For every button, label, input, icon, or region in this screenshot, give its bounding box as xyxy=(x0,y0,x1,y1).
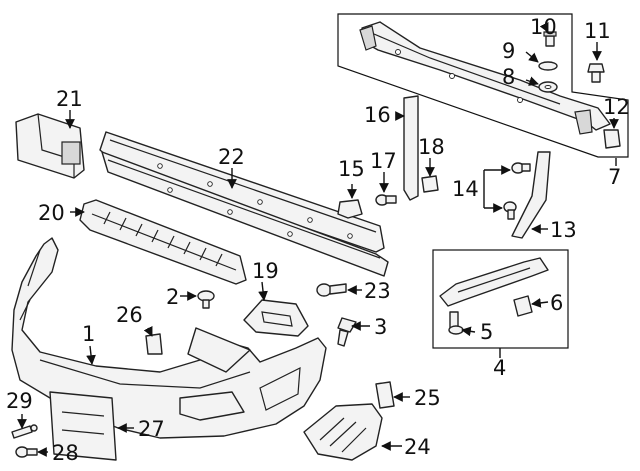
screw-28 xyxy=(15,446,38,458)
callout-17: 17 xyxy=(370,149,397,173)
callout-21: 21 xyxy=(56,87,83,111)
bolt-10 xyxy=(543,31,557,47)
leader-lines xyxy=(17,21,619,457)
callout-8: 8 xyxy=(502,65,515,89)
bracket-group-4 xyxy=(439,257,549,307)
callout-25: 25 xyxy=(414,386,441,410)
clip-15 xyxy=(337,199,363,219)
bracket-13 xyxy=(511,151,551,239)
callouts: 1 2 3 4 5 6 7 8 9 10 11 12 13 14 15 16 1… xyxy=(6,15,630,465)
clip-25 xyxy=(375,381,395,409)
washer-9 xyxy=(538,61,558,71)
callout-16: 16 xyxy=(364,103,391,127)
callout-22: 22 xyxy=(218,145,245,169)
callout-12: 12 xyxy=(603,95,630,119)
bolt-11 xyxy=(587,63,605,83)
clip-26 xyxy=(145,333,163,355)
bolt-3 xyxy=(337,317,357,347)
callout-13: 13 xyxy=(550,218,577,242)
group-7-outline xyxy=(337,13,629,158)
upper-support-bracket xyxy=(359,21,611,135)
callout-9: 9 xyxy=(502,39,515,63)
callout-14: 14 xyxy=(452,177,479,201)
module-21 xyxy=(15,113,85,179)
clip-6 xyxy=(513,295,533,317)
callout-3: 3 xyxy=(374,315,387,339)
bolt-14-lower xyxy=(503,201,517,220)
bolt-14-upper xyxy=(511,162,531,174)
bracket-19 xyxy=(243,299,309,337)
callout-11: 11 xyxy=(584,19,611,43)
nut-18 xyxy=(421,175,439,193)
callout-10: 10 xyxy=(530,15,557,39)
callout-4: 4 xyxy=(493,356,506,380)
callout-20: 20 xyxy=(38,201,65,225)
callout-24: 24 xyxy=(404,435,431,459)
callout-5: 5 xyxy=(480,320,493,344)
bumper-fascia-1 xyxy=(11,237,327,439)
callout-19: 19 xyxy=(252,259,279,283)
callout-15: 15 xyxy=(338,157,365,181)
license-bracket-27 xyxy=(49,391,117,461)
screw-23 xyxy=(316,283,347,297)
bracket-16 xyxy=(403,95,419,201)
callout-26: 26 xyxy=(116,303,143,327)
callout-27: 27 xyxy=(138,417,165,441)
bolt-17 xyxy=(375,194,397,206)
clip-12 xyxy=(603,129,621,149)
impact-bar-22 xyxy=(99,131,389,277)
callout-29: 29 xyxy=(6,389,33,413)
grille-24 xyxy=(303,403,383,461)
pin-2 xyxy=(197,290,215,309)
callout-18: 18 xyxy=(418,135,445,159)
callout-7: 7 xyxy=(608,165,621,189)
bolt-5 xyxy=(448,311,464,335)
callout-2: 2 xyxy=(166,285,179,309)
callout-23: 23 xyxy=(364,279,391,303)
callout-6: 6 xyxy=(550,291,563,315)
callout-1: 1 xyxy=(82,322,95,346)
absorber-20 xyxy=(79,199,247,285)
pin-29 xyxy=(11,424,38,439)
callout-28: 28 xyxy=(52,441,79,465)
